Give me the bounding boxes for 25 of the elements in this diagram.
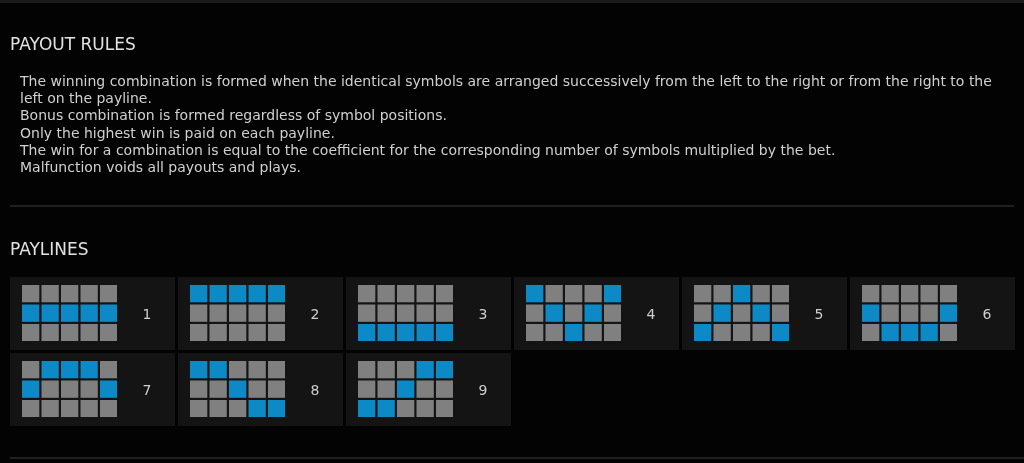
payline-card — [10, 353, 175, 426]
payline-number: 7 — [142, 381, 152, 399]
payline-card — [514, 277, 679, 350]
section-heading: PAYLINES — [10, 239, 89, 259]
payline-card — [346, 277, 511, 350]
rule-text: The win for a combination is equal to the coefficient for the corresponding number of symbols multiplied by the bet. — [20, 141, 836, 159]
payline-number: 8 — [310, 381, 320, 399]
rule-text: The winning combination is formed when the identical symbols are arranged successively from the left to the right or from the right to the left on the payline. — [20, 73, 993, 108]
payline-card — [178, 277, 343, 350]
payline-number: 1 — [142, 305, 152, 323]
payline-card — [10, 277, 175, 350]
section-heading: PAYOUT RULES — [10, 34, 136, 54]
rule-text: Only the highest win is paid on each payline. — [20, 124, 335, 142]
payline-number: 6 — [982, 305, 992, 323]
payline-number: 3 — [478, 305, 488, 323]
payline-card — [682, 277, 847, 350]
payline-number: 2 — [310, 305, 320, 323]
payline-card — [178, 353, 343, 426]
payline-number: 9 — [478, 381, 488, 399]
payline-card — [850, 277, 1015, 350]
payline-card — [346, 353, 511, 426]
rule-text: Bonus combination is formed regardless of symbol positions. — [20, 107, 447, 125]
payline-number: 5 — [814, 305, 824, 323]
rule-text: Malfunction voids all payouts and plays. — [20, 159, 301, 177]
payline-number: 4 — [646, 305, 656, 323]
